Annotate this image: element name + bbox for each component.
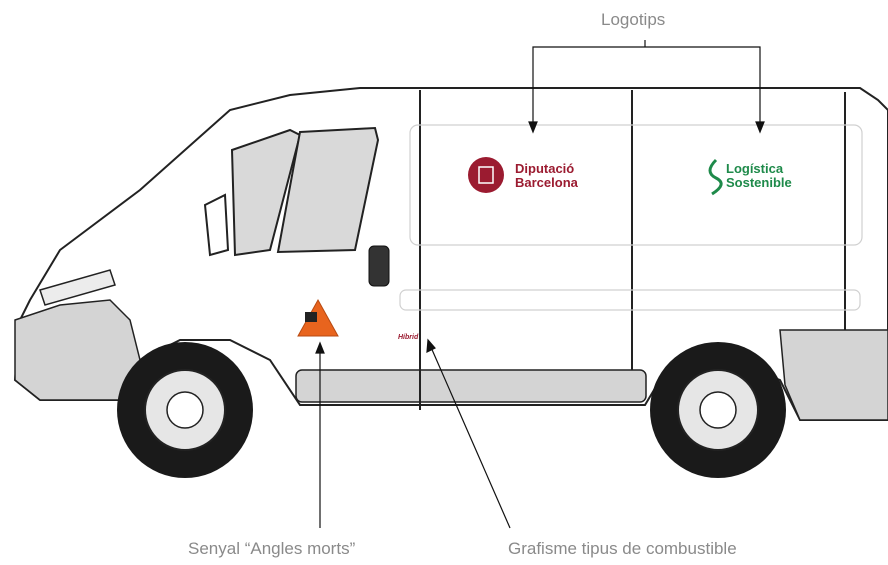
side-protection-strip <box>295 369 647 403</box>
side-mirror <box>203 193 230 257</box>
blind-spot-sign-icon <box>297 298 339 337</box>
fuel-type-badge: Híbrid <box>398 334 419 341</box>
logistica-logo-text: Logística Sostenible <box>726 162 792 190</box>
diputacio-line2: Barcelona <box>515 175 578 190</box>
logos-callout-lines <box>528 40 765 134</box>
diputacio-line1: Diputació <box>515 161 575 176</box>
diputacio-emblem-icon <box>468 157 504 193</box>
rear-bumper <box>779 329 888 421</box>
logistica-line1: Logística <box>726 161 784 176</box>
headlight <box>39 269 116 306</box>
fuel-graphic-callout-label: Grafisme tipus de combustible <box>508 539 737 558</box>
diputacio-logo-text: Diputació Barcelona <box>515 162 578 190</box>
logistica-line2: Sostenible <box>726 175 792 190</box>
cargo-panel-guide <box>409 124 863 246</box>
blind-spot-callout-label: Senyal “Angles morts” <box>188 539 356 558</box>
blind-spot-callout-line <box>315 341 325 528</box>
logos-callout-label: Logotips <box>601 10 666 29</box>
front-window <box>230 128 302 257</box>
fuel-callout-line <box>426 338 511 529</box>
logistica-arrow-icon <box>708 158 723 196</box>
rear-wheel <box>650 342 786 478</box>
door-handle <box>368 245 390 287</box>
front-wheel <box>117 342 253 478</box>
belt-line-guide <box>399 289 861 311</box>
front-bumper <box>14 299 141 401</box>
side-window <box>276 126 380 254</box>
